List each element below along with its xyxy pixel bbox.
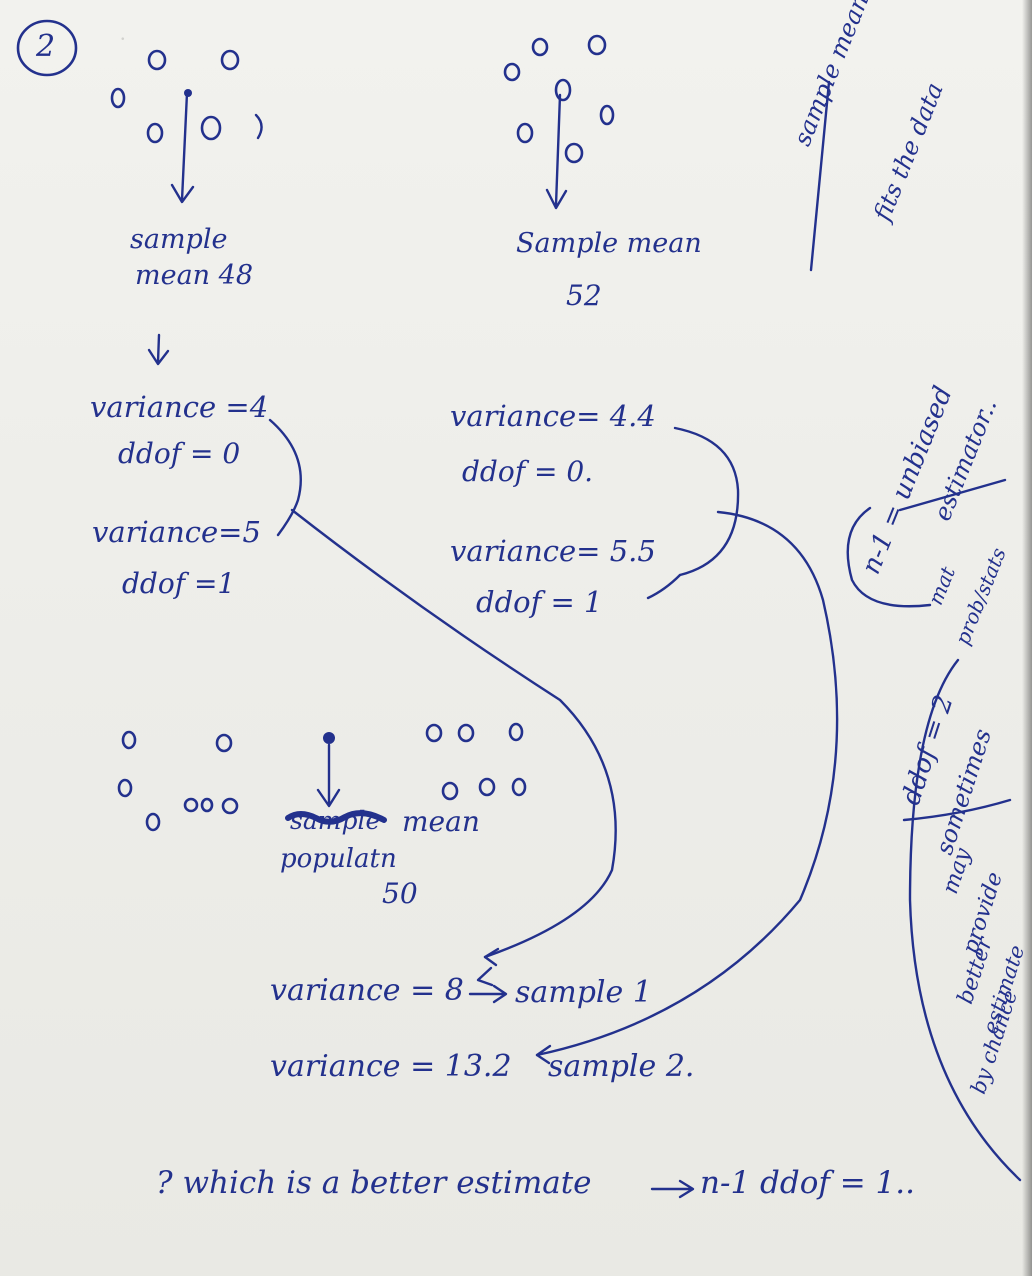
result1-variance: variance = 8: [270, 973, 464, 1008]
sample2-mean-value: 52: [566, 279, 602, 312]
sample2-variance-ddof0: variance= 4.4: [450, 399, 656, 433]
population-mean-dot: [323, 732, 335, 744]
sample2-mean-label: Sample mean: [516, 228, 702, 259]
page-edge-shadow: [1022, 0, 1032, 1276]
unbiased-bracket: [846, 506, 932, 608]
sample1-variance-ddof0: variance =4: [90, 390, 269, 424]
sample1-to-variance8-curve: [290, 508, 617, 959]
population-points: [117, 722, 527, 832]
ddof2-underline: [902, 798, 1012, 822]
sample1-down-arrow: [147, 333, 170, 366]
sample2-points: [503, 34, 615, 164]
sample2-ddof1: ddof = 1: [476, 585, 603, 619]
sample2-bracket: [673, 426, 740, 577]
answer-arrow: [650, 1179, 695, 1199]
sample2-ddof0: ddof = 0.: [462, 455, 594, 488]
sample1-mean-arrow: [170, 91, 195, 204]
sample2-variance-ddof1: variance= 5.5: [450, 534, 656, 568]
variance13-arrowhead: [535, 1044, 552, 1065]
sample1-mean-label: sample: [130, 224, 228, 255]
result1-ref: sample 1: [515, 975, 652, 1010]
population-value: 50: [382, 877, 418, 910]
result2-variance: variance = 13.2: [270, 1049, 512, 1084]
question-text: ? which is a better estimate: [156, 1165, 592, 1201]
variance8-arrowhead: [483, 947, 500, 967]
result2-ref: sample 2.: [548, 1049, 695, 1084]
result1-arrow: [468, 984, 508, 1004]
ddof2-bracket: [908, 658, 1022, 1182]
sample1-bracket: [268, 418, 302, 537]
sample1-ddof1: ddof =1: [122, 567, 236, 600]
prob-stats-underline: [898, 478, 1007, 512]
sample1-points: [110, 49, 263, 144]
population-label: populatn: [280, 844, 397, 874]
sample1-variance-ddof1: variance=5: [92, 515, 261, 549]
answer-text: n-1 ddof = 1..: [700, 1165, 915, 1201]
variance8-hook: [476, 966, 494, 987]
margin-divider: [809, 80, 831, 272]
sample2-to-variance13-curve: [535, 510, 839, 1057]
page-number-circle: [16, 19, 78, 77]
page-number: 2: [36, 29, 56, 64]
sample2-mean-arrow: [545, 93, 568, 210]
population-crossed-word: sample: [290, 806, 381, 835]
sample2-to-ddof1-arrow: [646, 573, 682, 600]
population-mean-word: mean: [402, 805, 480, 838]
sample1-mean-value: mean 48: [135, 260, 254, 291]
crossout-scribble: [285, 810, 387, 825]
sample1-ddof0: ddof = 0: [118, 437, 241, 470]
population-mean-arrow: [316, 743, 341, 808]
